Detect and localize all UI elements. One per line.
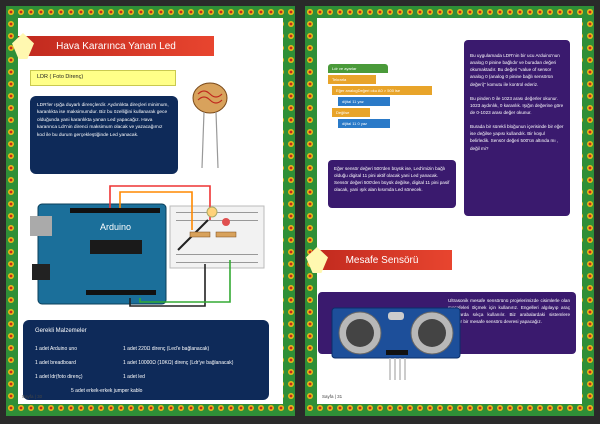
star-icon xyxy=(306,247,328,273)
code-blocks: Ldr ve ayarlar Tekrarla Eğer analogDeğer… xyxy=(328,64,432,128)
materials-item: 1 adet ldr(foto direnç) xyxy=(35,374,83,380)
materials-item: 1 adet 10000Ω (10KΩ) direnç (Ldr'ye bağl… xyxy=(123,360,234,366)
condition-box: Eğer sensör değeri 500'den büyük ise, Le… xyxy=(328,160,456,208)
section-banner: Mesafe Sensörü xyxy=(306,247,452,273)
page-number-right: Sayfa | 31 xyxy=(322,394,343,399)
section-title: Mesafe Sensörü xyxy=(345,254,419,266)
title-banner: Hava Kararınca Yanan Led xyxy=(12,33,214,59)
arduino-label: Arduino xyxy=(100,222,131,232)
materials-row: 1 adet Arduino uno 1 adet 220Ω direnç (L… xyxy=(35,346,261,352)
code-block: Eğer analogDeğeri oku A0 > 500 ise xyxy=(332,86,432,95)
code-block: dijital 11 yaz xyxy=(338,97,390,106)
materials-row: 1 adet breadboard 1 adet 10000Ω (10KΩ) d… xyxy=(35,360,261,366)
code-block: dijital 11 0 yaz xyxy=(338,119,390,128)
ldr-label: LDR ( Foto Direnç) xyxy=(37,74,84,80)
materials-row: 1 adet ldr(foto direnç) 1 adet led xyxy=(35,374,261,380)
explanation-text: Bu uygulamada LDR'nin bir ucu Arduino'nu… xyxy=(470,53,564,151)
star-icon xyxy=(12,33,34,59)
ldr-description: LDR'ler ışığa duyarlı dirençlerdir. Aydı… xyxy=(37,103,169,138)
ultrasonic-sensor-image xyxy=(331,307,461,380)
materials-item: 1 adet Arduino uno xyxy=(35,346,77,352)
materials-item: 1 adet led xyxy=(123,374,145,380)
materials-box: Gerekli Malzemeler 1 adet Arduino uno 1 … xyxy=(23,320,269,400)
ldr-photoresistor-image xyxy=(192,82,228,169)
ultrasonic-text: Ultrasonik mesafe sensörünü projelerimiz… xyxy=(448,298,570,325)
code-block: Tekrarla xyxy=(328,75,376,84)
code-block: Ldr ve ayarlar xyxy=(328,64,388,73)
explanation-box: Bu uygulamada LDR'nin bir ucu Arduino'nu… xyxy=(464,40,570,216)
materials-item: 1 adet 220Ω direnç (Led'e bağlanacak) xyxy=(123,346,210,352)
materials-footer: 5 adet erkek-erkek jumper kablo xyxy=(71,388,143,394)
page-number-left: Sayfa | 30 xyxy=(22,394,43,399)
condition-text: Eğer sensör değeri 500'den büyük ise, Le… xyxy=(334,166,450,193)
code-block: Değilse xyxy=(332,108,370,117)
page-title: Hava Kararınca Yanan Led xyxy=(56,40,176,52)
circuit-diagram: Arduino xyxy=(30,185,265,307)
ldr-description-box: LDR'ler ışığa duyarlı dirençlerdir. Aydı… xyxy=(30,96,178,174)
materials-header: Gerekli Malzemeler xyxy=(35,328,87,334)
materials-item: 1 adet breadboard xyxy=(35,360,76,366)
ldr-label-box: LDR ( Foto Direnç) xyxy=(30,70,176,86)
